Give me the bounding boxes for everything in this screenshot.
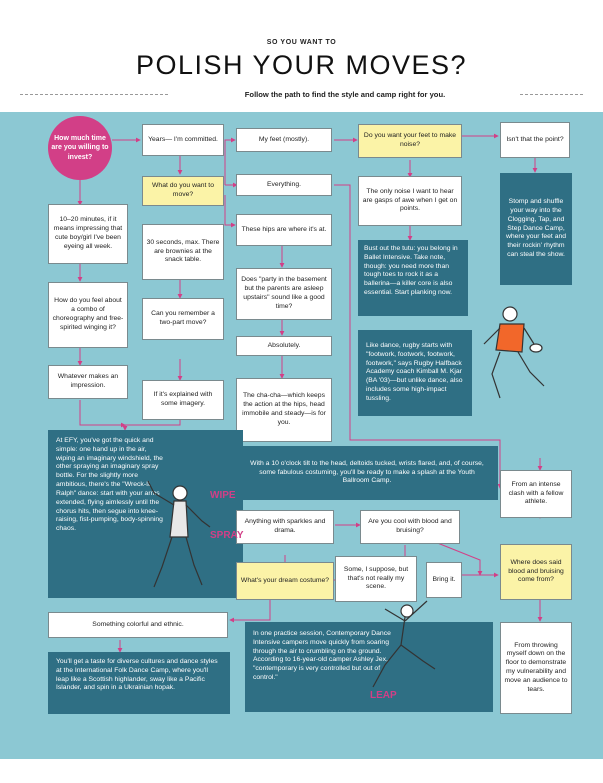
- result-ballet: Bust out the tutu: you belong in Ballet …: [358, 240, 468, 316]
- node-two-part: Can you remember a two-part move?: [142, 298, 224, 340]
- node-combo: How do you feel about a combo of choreog…: [48, 282, 128, 348]
- efy-text: At EFY, you've got the quick and simple:…: [56, 437, 163, 533]
- node-ten-twenty: 10–20 minutes, if it means impressing th…: [48, 204, 128, 264]
- node-noise: Do you want your feet to make noise?: [358, 124, 462, 158]
- node-my-feet: My feet (mostly).: [236, 128, 332, 152]
- efy-dancer-illustration: [147, 480, 211, 588]
- node-years: Years— I'm committed.: [142, 124, 224, 156]
- node-absolutely: Absolutely.: [236, 336, 332, 356]
- node-explained: If it's explained with some imagery.: [142, 380, 224, 420]
- node-cool-blood: Are you cool with blood and bruising?: [360, 510, 460, 544]
- result-folk: You'll get a taste for diverse cultures …: [48, 652, 230, 714]
- label-wipe: WIPE: [210, 490, 236, 501]
- node-isnt-point: Isn't that the point?: [500, 122, 570, 158]
- result-rugby: Like dance, rugby starts with "footwork,…: [358, 330, 472, 416]
- node-bring: Bring it.: [426, 562, 462, 598]
- label-spray: SPRAY: [210, 530, 244, 541]
- contemporary-dancer-illustration: [372, 600, 436, 688]
- node-some: Some, I suppose, but that's not really m…: [335, 556, 417, 602]
- node-everything: Everything.: [236, 174, 332, 196]
- node-intense: From an intense clash with a fellow athl…: [500, 470, 572, 518]
- node-what-move: What do you want to move?: [142, 176, 224, 206]
- result-stomp: Stomp and shuffle your way into the Clog…: [500, 173, 572, 285]
- node-hips: These hips are where it's at.: [236, 214, 332, 246]
- subtitle: Follow the path to find the style and ca…: [170, 90, 520, 99]
- node-sparkles: Anything with sparkles and drama.: [236, 510, 334, 544]
- node-colorful: Something colorful and ethnic.: [48, 612, 228, 638]
- node-party: Does "party in the basement but the pare…: [236, 268, 332, 320]
- result-efy: At EFY, you've got the quick and simple:…: [48, 430, 243, 598]
- result-contemporary: In one practice session, Contemporary Da…: [245, 622, 493, 712]
- rugby-player-illustration: [483, 306, 545, 399]
- label-leap: LEAP: [370, 690, 397, 701]
- node-where-blood: Where does said blood and bruising come …: [500, 544, 572, 600]
- node-dream: What's your dream costume?: [236, 562, 334, 600]
- node-whatever: Whatever makes an impression.: [48, 365, 128, 399]
- node-throwing: From throwing myself down on the floor t…: [500, 622, 572, 714]
- contemporary-text: In one practice session, Contemporary Da…: [253, 630, 391, 682]
- start-node: How much time are you willing to invest?: [48, 116, 112, 180]
- node-chacha: The cha-cha—which keeps the action at th…: [236, 378, 332, 442]
- node-thirty-sec: 30 seconds, max. There are brownies at t…: [142, 224, 224, 280]
- result-ballroom: With a 10 o'clock tilt to the head, delt…: [236, 446, 498, 500]
- node-only-noise: The only noise I want to hear are gasps …: [358, 176, 462, 226]
- kicker: SO YOU WANT TO: [266, 39, 337, 46]
- page-title: POLISH YOUR MOVES?: [135, 50, 468, 80]
